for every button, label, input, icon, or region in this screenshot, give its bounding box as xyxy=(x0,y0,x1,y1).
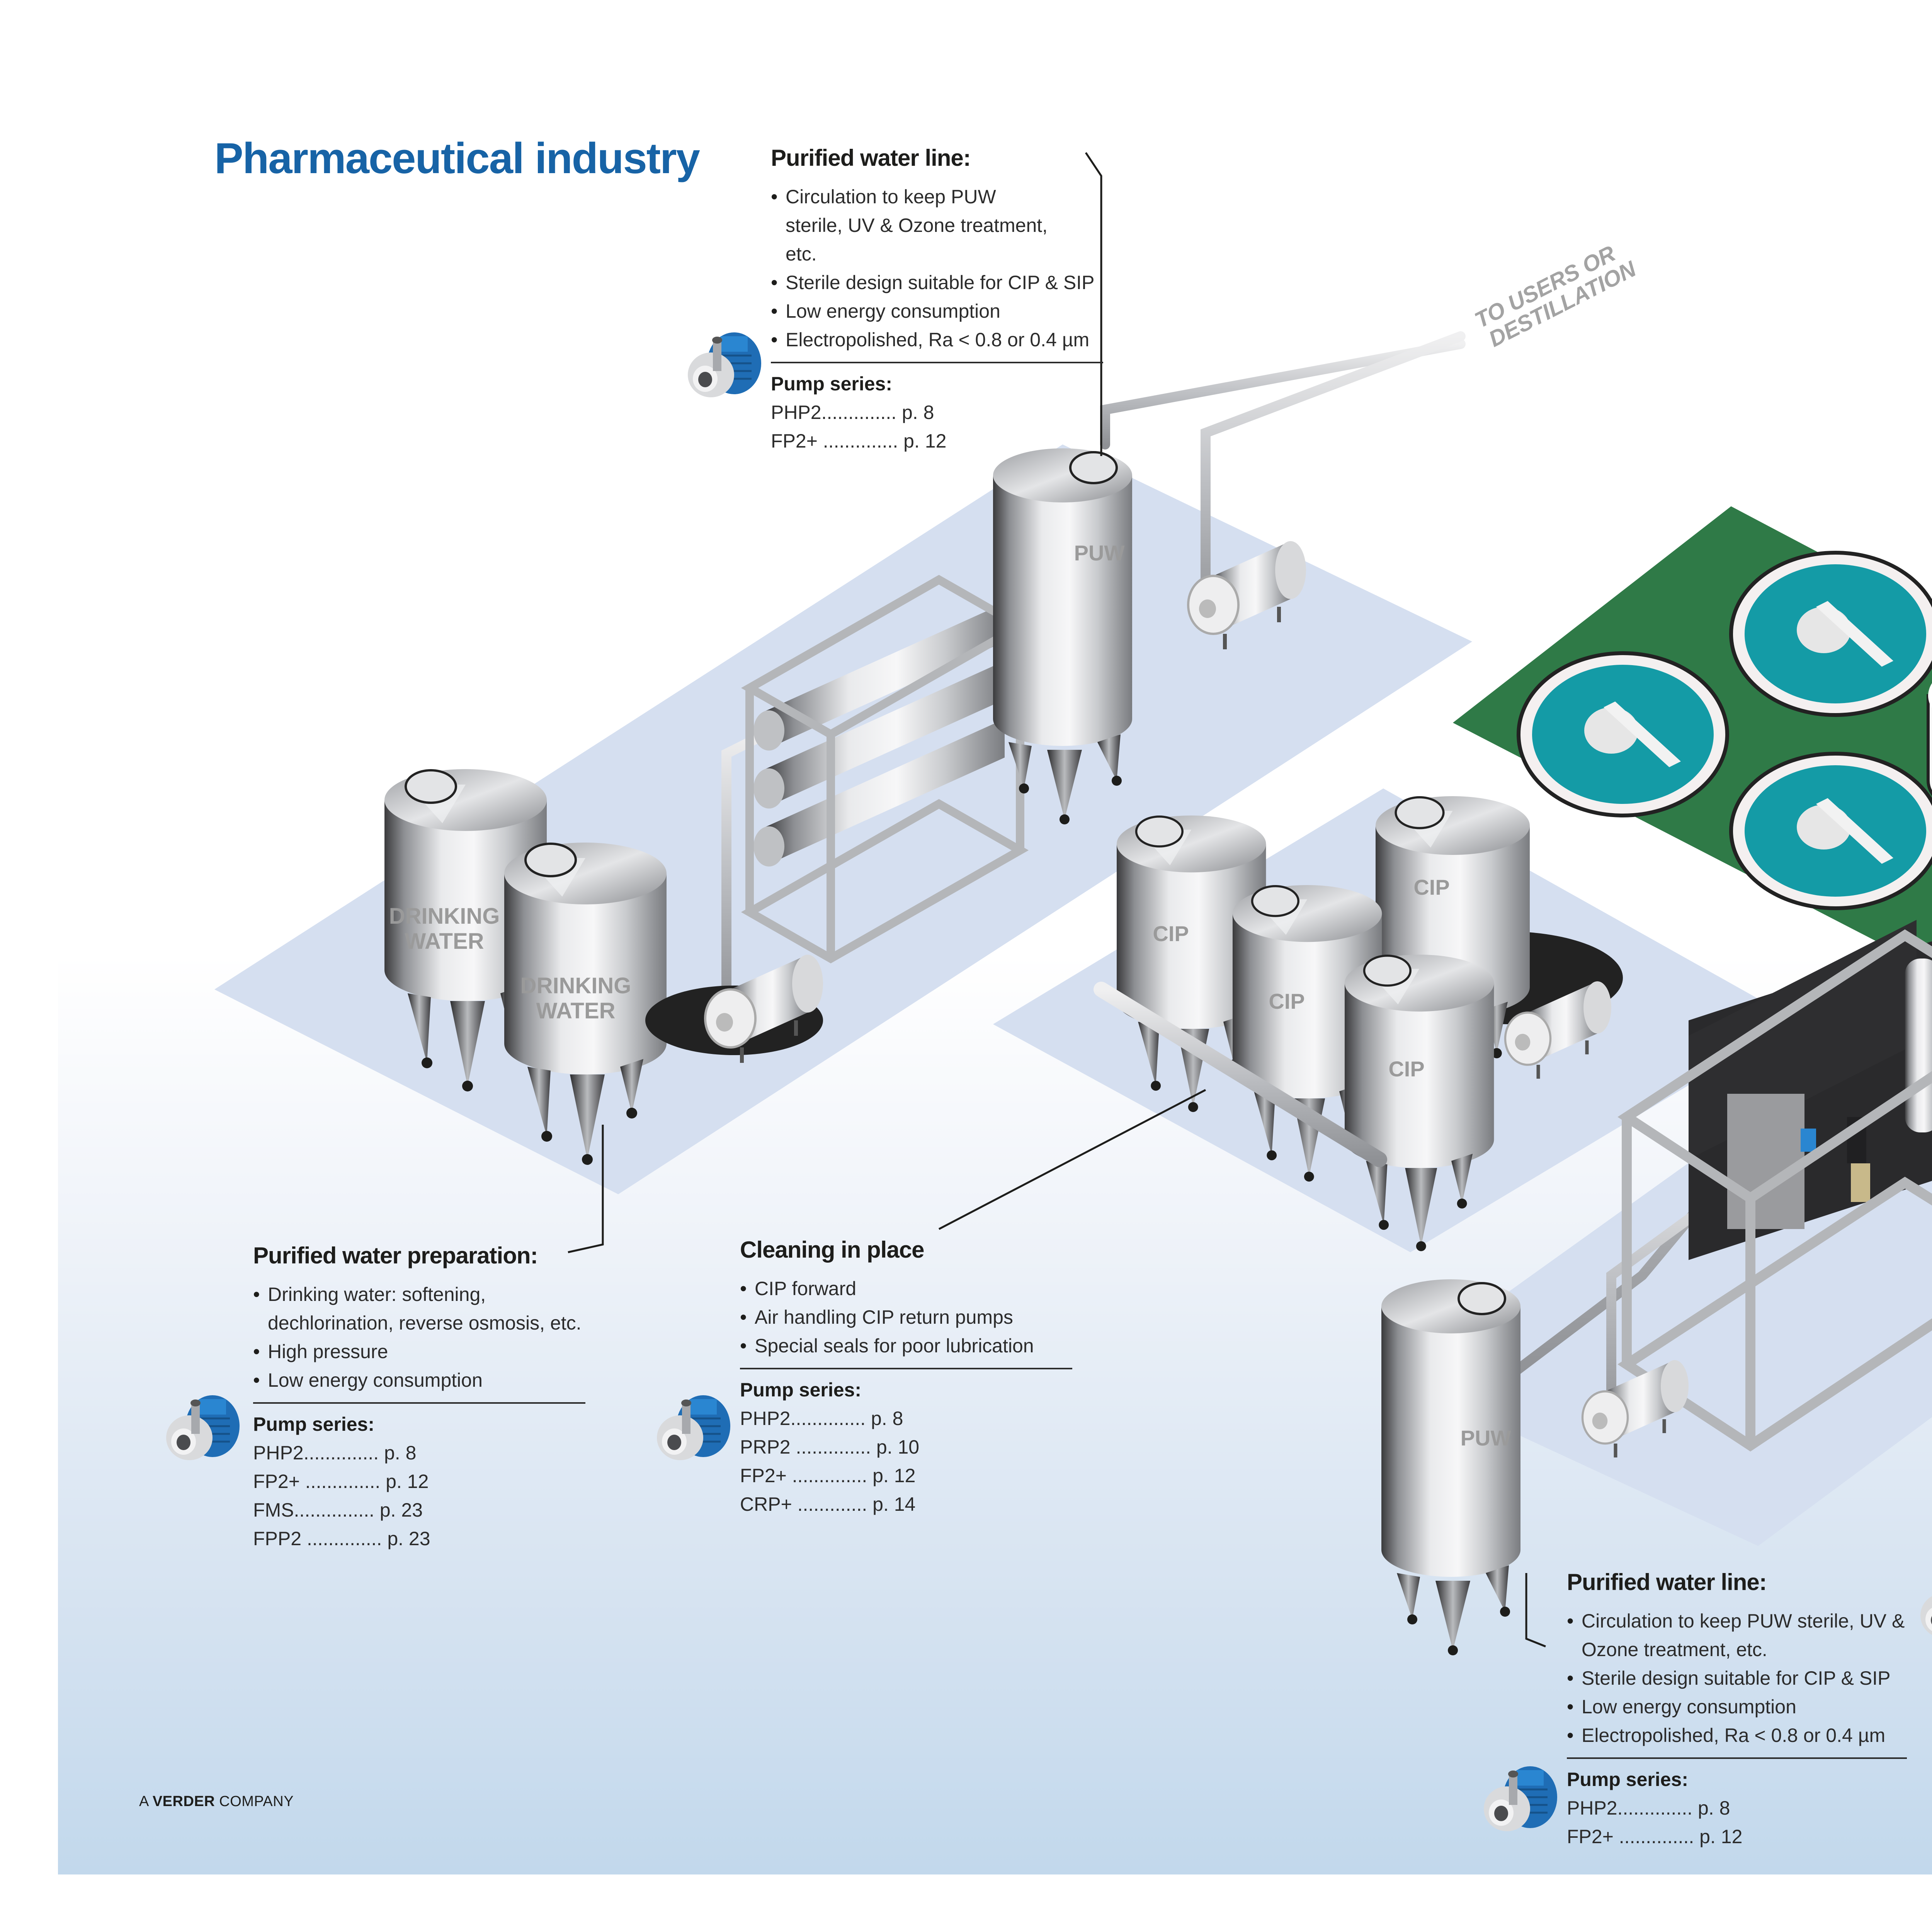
feature-item: Air handling CIP return pumps xyxy=(740,1303,1072,1331)
footer-prefix: A xyxy=(139,1793,153,1810)
pump-series-title: Pump series: xyxy=(253,1413,375,1435)
pump-series-item: FMS............... p. 23 xyxy=(253,1499,423,1521)
label-puw-top: PUW xyxy=(1074,541,1125,565)
feature-item: Low energy consumption xyxy=(1567,1692,1907,1721)
label-drinking-water-2a: DRINKING xyxy=(520,973,631,998)
feature-item: High pressure xyxy=(253,1337,585,1366)
feature-item: Drinking water: softening, dechlorinatio… xyxy=(253,1280,585,1337)
pump-icon-purified-water-line-top xyxy=(688,332,761,397)
label-drinking-water-2b: WATER xyxy=(536,998,615,1023)
feature-item: CIP forward xyxy=(740,1274,1072,1303)
feature-item: Circulation to keep PUW sterile, UV & Oz… xyxy=(771,182,1056,268)
feature-item: Special seals for poor lubrication xyxy=(740,1331,1072,1360)
feature-item: Electropolished, Ra < 0.8 or 0.4 µm xyxy=(771,325,1103,354)
label-cip-1: CIP xyxy=(1153,921,1189,946)
label-drinking-water-1b: WATER xyxy=(405,929,484,954)
divider xyxy=(740,1367,1072,1369)
pump-series-item: FP2+ .............. p. 12 xyxy=(253,1470,429,1492)
footer-suffix: COMPANY xyxy=(215,1793,294,1810)
footer-verder-company: A VERDER COMPANY xyxy=(139,1793,294,1810)
feature-list: Drinking water: softening, dechlorinatio… xyxy=(253,1280,585,1394)
pump-series-item: PHP2.............. p. 8 xyxy=(253,1442,417,1464)
feature-list: CIP forward Air handling CIP return pump… xyxy=(740,1274,1072,1360)
callout-title: Purified water line: xyxy=(1567,1569,1767,1595)
waste-basin-1 xyxy=(1729,551,1932,717)
feature-item: Sterile design suitable for CIP & SIP xyxy=(771,268,1103,297)
feature-item: Electropolished, Ra < 0.8 or 0.4 µm xyxy=(1567,1721,1907,1750)
pump-series-title: Pump series: xyxy=(1567,1768,1689,1790)
callout-purified-water-preparation: Purified water preparation: Drinking wat… xyxy=(253,1239,585,1553)
divider xyxy=(771,361,1103,363)
callout-purified-water-line-top: Purified water line: Circulation to keep… xyxy=(771,141,1103,455)
destillation-unit xyxy=(1617,920,1932,1452)
feature-item: Low energy consumption xyxy=(253,1366,585,1394)
pump-series-item: CRP+ ............. p. 14 xyxy=(740,1493,916,1515)
waste-basin-3 xyxy=(1729,752,1932,910)
pump-series-item: PHP2.............. p. 8 xyxy=(1567,1797,1730,1819)
callout-title: Purified water preparation: xyxy=(253,1243,538,1268)
feature-item: Sterile design suitable for CIP & SIP xyxy=(1567,1664,1907,1692)
pump-series-item: FP2+ .............. p. 12 xyxy=(740,1464,916,1486)
label-puw-bottom: PUW xyxy=(1461,1426,1511,1450)
feature-item: Circulation to keep PUW sterile, UV & Oz… xyxy=(1567,1607,1907,1664)
callout-title: Cleaning in place xyxy=(740,1237,924,1263)
label-cip-3: CIP xyxy=(1388,1057,1424,1081)
waste-storage-cylinders xyxy=(1927,683,1932,796)
feature-list: Circulation to keep PUW sterile, UV & Oz… xyxy=(1567,1607,1907,1750)
reverse-osmosis-unit xyxy=(741,575,1029,964)
pump-series-item: PHP2.............. p. 8 xyxy=(771,401,934,423)
pump-series-item: FPP2 .............. p. 23 xyxy=(253,1527,430,1549)
label-cip-2: CIP xyxy=(1269,989,1304,1013)
feature-list: Circulation to keep PUW sterile, UV & Oz… xyxy=(771,182,1103,354)
cip-manifold xyxy=(1094,982,1387,1167)
callout-title: Purified water line: xyxy=(771,145,971,171)
waste-basin-2 xyxy=(1517,651,1729,817)
pump-series-item: PHP2.............. p. 8 xyxy=(740,1407,903,1429)
divider xyxy=(1567,1757,1907,1759)
divider xyxy=(253,1402,585,1404)
page-title: Pharmaceutical industry xyxy=(214,134,700,182)
pump-series-item: PRP2 .............. p. 10 xyxy=(740,1436,920,1458)
pump-series-title: Pump series: xyxy=(740,1379,862,1401)
callout-purified-water-line-bottom: Purified water line: Circulation to keep… xyxy=(1567,1565,1907,1851)
label-to-users-or-destillation: TO USERS OR DESTILLATION xyxy=(1471,235,1640,354)
feature-item: Low energy consumption xyxy=(771,297,1103,325)
footer-brand: VERDER xyxy=(152,1793,215,1810)
pump-series-title: Pump series: xyxy=(771,373,893,395)
callout-cleaning-in-place: Cleaning in place CIP forward Air handli… xyxy=(740,1233,1072,1519)
pump-series-item: FP2+ .............. p. 12 xyxy=(771,430,947,452)
pump-series-item: FP2+ .............. p. 12 xyxy=(1567,1825,1743,1847)
label-cip-4: CIP xyxy=(1413,875,1449,899)
label-drinking-water-1a: DRINKING xyxy=(389,904,500,929)
